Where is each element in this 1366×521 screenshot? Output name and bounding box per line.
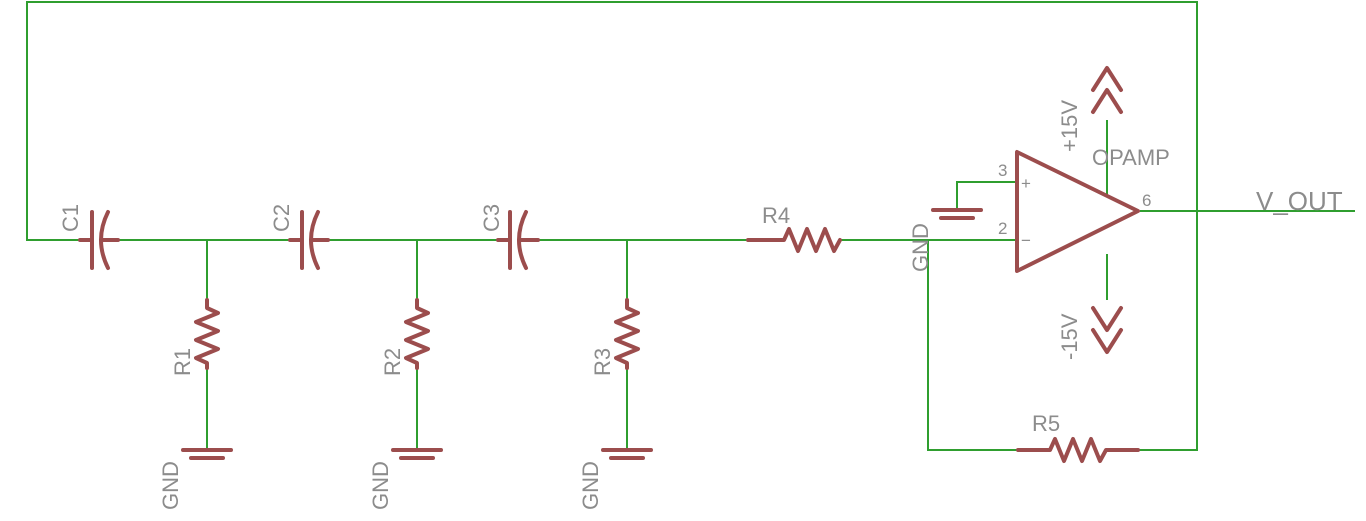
label-r2: R2 [380, 348, 405, 376]
resistor-r3 [614, 298, 640, 370]
resistor-r1 [194, 298, 220, 370]
labels: C1 C2 C3 R1 R2 R3 R4 R5 GND GND GND GND … [58, 100, 1343, 510]
opamp-minus-sign: − [1021, 231, 1031, 250]
capacitor-c3 [496, 210, 540, 270]
ground-symbol-opamp [931, 208, 983, 220]
supply-arrow-positive [1091, 66, 1123, 114]
label-gnd-r2: GND [368, 461, 393, 510]
capacitor-c2 [288, 210, 330, 270]
label-r3: R3 [590, 348, 615, 376]
label-v-out: V_OUT [1256, 186, 1343, 216]
capacitor-c1 [78, 210, 120, 270]
resistor-r5 [1016, 437, 1140, 463]
wire-noninv-gnd [956, 181, 1016, 210]
wires [26, 1, 1355, 451]
ground-symbol-r3 [601, 448, 653, 460]
opamp-plus-sign: + [1021, 174, 1031, 193]
resistor-r2 [404, 298, 430, 370]
supply-arrow-negative [1091, 306, 1123, 354]
label-gnd-r3: GND [578, 461, 603, 510]
label-r5: R5 [1032, 411, 1060, 436]
label-gnd-opamp: GND [908, 223, 933, 272]
label-c3: C3 [479, 204, 504, 232]
ground-symbol-r1 [181, 448, 233, 460]
pin-number-noninverting: 3 [998, 161, 1007, 180]
label-neg-supply: -15V [1057, 313, 1082, 360]
label-c1: C1 [58, 204, 83, 232]
label-r1: R1 [170, 348, 195, 376]
wire-r5-left [927, 240, 1018, 451]
pin-number-inverting: 2 [998, 219, 1007, 238]
feedback-wire [26, 1, 1198, 451]
label-opamp: OPAMP [1092, 145, 1170, 170]
resistor-r4 [746, 227, 842, 253]
label-c2: C2 [269, 204, 294, 232]
opamp-symbol [1015, 150, 1140, 273]
ground-symbol-r2 [391, 448, 443, 460]
label-pos-supply: +15V [1057, 100, 1082, 152]
label-r4: R4 [762, 203, 790, 228]
pin-number-output: 6 [1142, 191, 1151, 210]
label-gnd-r1: GND [158, 461, 183, 510]
